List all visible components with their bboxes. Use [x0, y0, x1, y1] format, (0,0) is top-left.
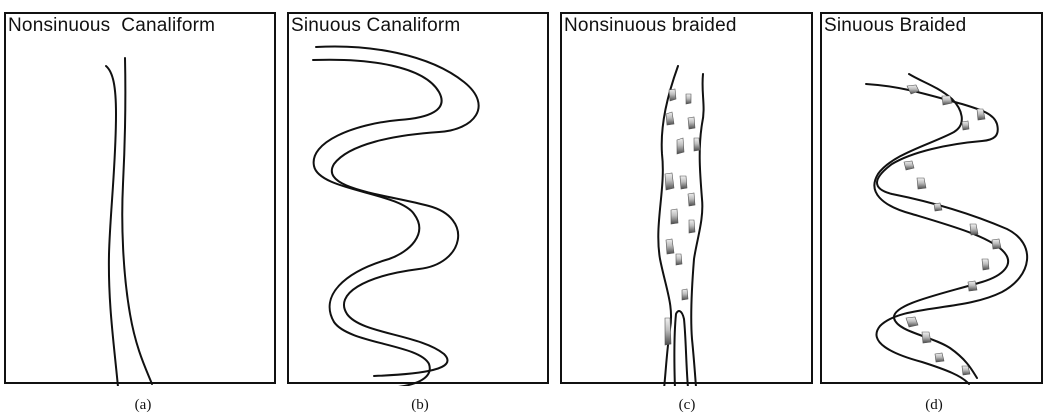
caption-a: (a) [113, 396, 173, 414]
caption-c: (c) [657, 396, 717, 414]
panel-a-figure [6, 14, 278, 386]
channel-outer-bank [316, 46, 479, 376]
caption-b: (b) [390, 396, 450, 414]
panel-c-figure [562, 14, 815, 386]
channel-inner-bank [313, 60, 442, 386]
braid-bars [904, 85, 1001, 375]
channel-outer-bank [866, 84, 1027, 384]
panel-b: Sinuous Canaliform [287, 12, 549, 384]
panel-a: Nonsinuous Canaliform [4, 12, 276, 384]
panel-d: Sinuous Braided [820, 12, 1043, 384]
channel-split-bank [674, 311, 688, 386]
channel-left-bank [106, 66, 118, 386]
panel-b-figure [289, 14, 551, 386]
channel-right-bank [122, 58, 152, 384]
caption-d: (d) [904, 396, 964, 414]
channel-inner-bank [874, 74, 1008, 378]
panel-c: Nonsinuous braided [560, 12, 813, 384]
panel-d-figure [822, 14, 1043, 386]
